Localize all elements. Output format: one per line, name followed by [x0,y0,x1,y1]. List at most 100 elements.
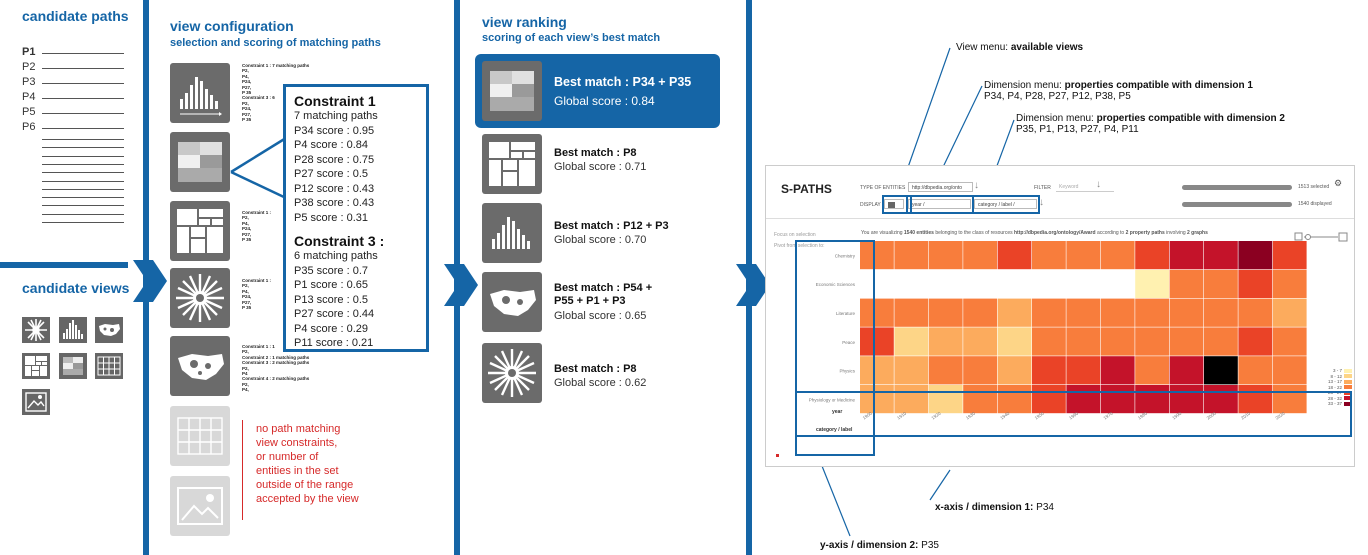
image-icon[interactable] [22,389,50,415]
heatmap-cell[interactable] [928,298,963,327]
heatmap-cell[interactable] [860,356,894,385]
heatmap-cell[interactable] [1032,298,1066,327]
heatmap-cell[interactable] [963,327,997,356]
heatmap-cell[interactable] [1066,385,1101,414]
path-label[interactable]: P5 [22,106,36,118]
type-input[interactable]: http://dbpedia.org/onto [908,182,973,192]
heatmap-cell[interactable] [1135,241,1169,270]
heatmap-cell[interactable] [1204,269,1238,298]
dim2-menu[interactable]: category / label / [974,199,1037,209]
heatmap-cell[interactable] [997,241,1032,270]
heatmap-cell[interactable] [1204,298,1238,327]
heatmap-cell[interactable] [1100,356,1135,385]
dim-arrow-icon[interactable]: ↓ [1039,197,1044,208]
settings-gear-icon[interactable]: ⚙ [1334,178,1343,188]
heatmap-cell[interactable] [1204,356,1238,385]
path-label[interactable]: P2 [22,61,36,73]
filter-input[interactable]: Keyword [1056,182,1114,192]
heatmap-cell[interactable] [1169,298,1204,327]
heatmap-cell[interactable] [928,356,963,385]
histogram-icon[interactable] [59,317,87,343]
heatmap-cell[interactable] [963,385,997,414]
heatmap-cell[interactable] [860,269,894,298]
heatmap-cell[interactable] [1066,327,1101,356]
heatmap-cell[interactable] [1169,241,1204,270]
heatmap-thumb[interactable] [170,132,230,192]
heatmap-cell[interactable] [1066,241,1101,270]
heatmap-cell[interactable] [1169,356,1204,385]
map-icon[interactable] [95,317,123,343]
heatmap-cell[interactable] [1238,356,1273,385]
heatmap-cell[interactable] [1066,356,1101,385]
heatmap-cell[interactable] [963,269,997,298]
heatmap-cell[interactable] [1135,269,1169,298]
heatmap-cell[interactable] [860,241,894,270]
heatmap-cell[interactable] [1032,241,1066,270]
heatmap-cell[interactable] [894,241,929,270]
heatmap-cell[interactable] [1100,269,1135,298]
heatmap-cell[interactable] [1066,269,1101,298]
heatmap-cell[interactable] [1272,327,1307,356]
heatmap-cell[interactable] [997,356,1032,385]
arrow-down-icon[interactable]: ↓ [974,180,979,191]
table-icon[interactable] [95,353,123,379]
heatmap-cell[interactable] [928,385,963,414]
heatmap-cell[interactable] [1100,327,1135,356]
heatmap-cell[interactable] [1272,298,1307,327]
heatmap-cell[interactable] [1204,385,1238,414]
heatmap-cell[interactable] [1204,327,1238,356]
dim1-menu[interactable]: year / [908,199,971,209]
heatmap-cell[interactable] [1032,269,1066,298]
heatmap-cell[interactable] [1100,241,1135,270]
path-label[interactable]: P1 [22,46,36,58]
heatmap-cell[interactable] [997,327,1032,356]
heatmap-cell[interactable] [963,356,997,385]
path-label[interactable]: P4 [22,91,36,103]
heatmap-cell[interactable] [1169,385,1204,414]
heatmap-cell[interactable] [1100,385,1135,414]
heatmap-cell[interactable] [1135,385,1169,414]
path-label[interactable]: P6 [22,121,36,133]
zoom-slider[interactable] [1294,229,1348,242]
heatmap-cell[interactable] [894,298,929,327]
heatmap-cell[interactable] [928,241,963,270]
heatmap-cell[interactable] [1238,327,1273,356]
heatmap-cell[interactable] [1032,356,1066,385]
heatmap-cell[interactable] [1238,298,1273,327]
heatmap-cell[interactable] [894,269,929,298]
heatmap-cell[interactable] [997,298,1032,327]
heatmap-cell[interactable] [928,269,963,298]
treemap-thumb[interactable] [170,201,230,261]
heatmap-cell[interactable] [1272,356,1307,385]
view-menu[interactable] [884,199,904,209]
starburst-thumb[interactable] [170,268,230,328]
heatmap-cell[interactable] [860,298,894,327]
heatmap-cell[interactable] [894,356,929,385]
heatmap-cell[interactable] [860,385,894,414]
starburst-icon[interactable] [22,317,50,343]
focus-label[interactable]: Focus on selection [774,232,816,238]
map-thumb[interactable] [170,336,230,396]
heatmap-cell[interactable] [894,385,929,414]
heatmap-cell[interactable] [1204,241,1238,270]
heatmap-cell[interactable] [1032,327,1066,356]
heatmap-cell[interactable] [894,327,929,356]
heatmap-cell[interactable] [1169,327,1204,356]
heatmap-icon[interactable] [59,353,87,379]
heatmap-cell[interactable] [1169,269,1204,298]
heatmap-cell[interactable] [1066,298,1101,327]
heatmap-cell[interactable] [997,269,1032,298]
heatmap-cell[interactable] [1272,241,1307,270]
pivot-label[interactable]: Pivot from selection to: [774,243,825,249]
heatmap-cell[interactable] [1100,298,1135,327]
heatmap-cell[interactable] [928,327,963,356]
heatmap-cell[interactable] [963,241,997,270]
treemap-icon[interactable] [22,353,50,379]
heatmap-cell[interactable] [860,327,894,356]
heatmap-cell[interactable] [1135,356,1169,385]
heatmap-cell[interactable] [1272,269,1307,298]
filter-arrow-icon[interactable]: ↓ [1096,179,1101,190]
heatmap-cell[interactable] [1238,269,1273,298]
heatmap-cell[interactable] [1135,298,1169,327]
heatmap-cell[interactable] [1032,385,1066,414]
